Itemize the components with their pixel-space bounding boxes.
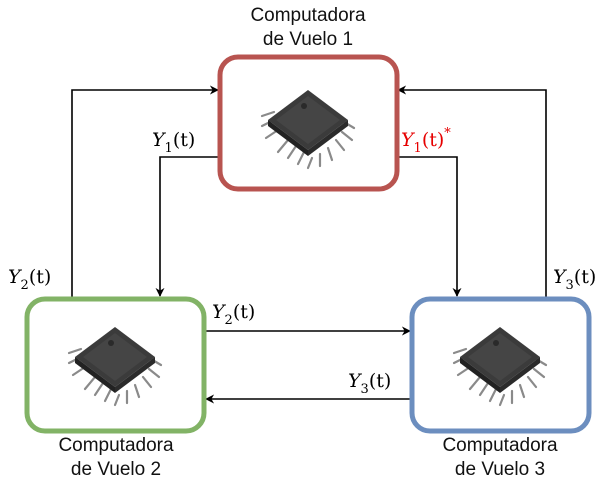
signal-label-y3-right: Y3(t) [553, 266, 596, 293]
signal-label-y1-star: Y1(t)* [401, 126, 451, 156]
flight-computer-2-label: Computadora de Vuelo 2 [16, 434, 216, 482]
edge-fc3-to-fc1 [397, 85, 547, 297]
edge-fc1-to-fc3 [398, 156, 462, 297]
flight-computer-1-label: Computadora de Vuelo 1 [208, 4, 408, 52]
signal-label-y3-mid: Y3(t) [348, 370, 391, 397]
signal-label-y2-mid: Y2(t) [212, 301, 255, 328]
signal-label-y1: Y1(t) [152, 129, 195, 156]
flight-computer-2-label-line2: de Vuelo 2 [70, 459, 162, 480]
signal-label-y2-left: Y2(t) [8, 266, 51, 293]
flight-computer-3-label-line2: de Vuelo 3 [454, 459, 546, 480]
flight-computer-1-label-line1: Computadora [250, 5, 366, 26]
flight-computer-3-label-line1: Computadora [442, 435, 558, 456]
flight-computer-1-label-line2: de Vuelo 1 [262, 29, 354, 50]
flight-computer-3-label: Computadora de Vuelo 3 [400, 434, 600, 482]
flight-computer-2-label-line1: Computadora [58, 435, 174, 456]
edge-fc1-to-fc2 [155, 156, 218, 297]
edge-fc2-to-fc1 [71, 85, 219, 297]
